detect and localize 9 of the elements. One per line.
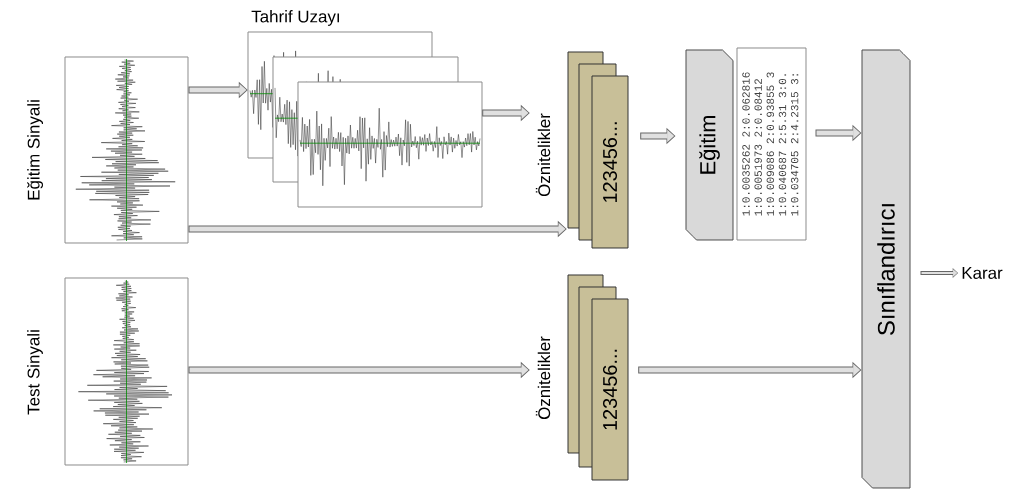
feature-label: Öznitelikler bbox=[535, 336, 551, 420]
signal-label: Eğitim Sinyali bbox=[27, 100, 43, 200]
process-box: Eğitim bbox=[685, 49, 734, 241]
process-box: Sınıflandırıcı bbox=[861, 49, 911, 489]
signal-label: Test Sinyali bbox=[27, 330, 43, 415]
plot-title: Tahrif Uzayı bbox=[251, 10, 339, 26]
data-table: 1:0.0035262 2:0.062816 1:0.0051973 2:0.08412 1:0.009086 2:0.93855 3 1:0.040687 2:5.31 3:0. 1:0.034705 2:4.2315 3: bbox=[736, 47, 807, 241]
output-label: Karar bbox=[962, 267, 1003, 279]
feature-label: Öznitelikler bbox=[535, 113, 551, 197]
